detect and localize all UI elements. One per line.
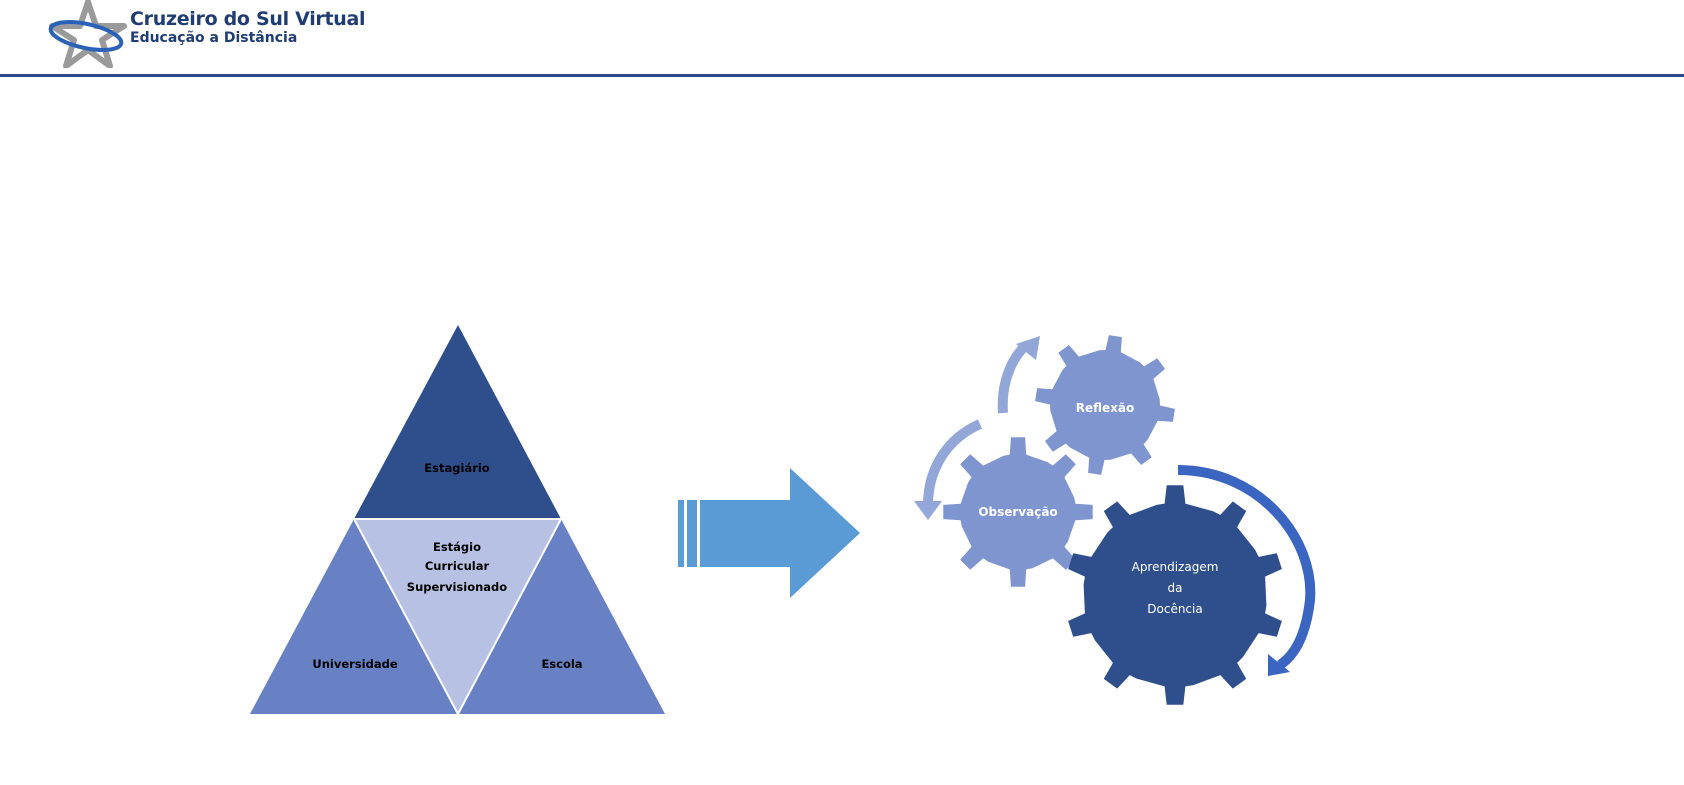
curved-arrow-large-icon [1177,465,1316,670]
label-center-2: Curricular [425,559,490,573]
gear-label-aprendizagem-3: Docência [1147,602,1202,616]
gears [943,335,1282,705]
logo-title: Cruzeiro do Sul Virtual [130,8,366,30]
gear-reflexao-icon [1035,335,1175,475]
label-escola: Escola [541,657,582,671]
header-divider [0,74,1684,77]
gear-label-observacao: Observação [978,505,1057,519]
logo-subtitle: Educação a Distância [130,30,298,46]
label-universidade: Universidade [312,657,397,671]
label-center-1: Estágio [433,540,481,554]
triangle-center [352,518,563,717]
gear-label-aprendizagem-1: Aprendizagem [1132,560,1219,574]
logo-star-icon [48,0,127,68]
triangle-right [458,519,665,714]
right-arrow-icon [678,468,860,598]
triangle-left [250,519,458,714]
cycle-arrows [914,336,1316,676]
gear-label-reflexao: Reflexão [1076,401,1135,415]
label-center-3: Supervisionado [407,580,507,594]
gear-aprendizagem-icon [1068,485,1282,705]
curved-arrow-up-icon [997,341,1030,414]
gear-label-aprendizagem-2: da [1168,581,1183,595]
gear-observacao-icon [943,437,1093,587]
curved-arrow-down-icon [923,419,983,506]
triangle-top [354,325,561,519]
triangle-diagram: Estagiário Estágio Curricular Supervisio… [250,325,665,717]
label-estagiario: Estagiário [424,461,490,475]
